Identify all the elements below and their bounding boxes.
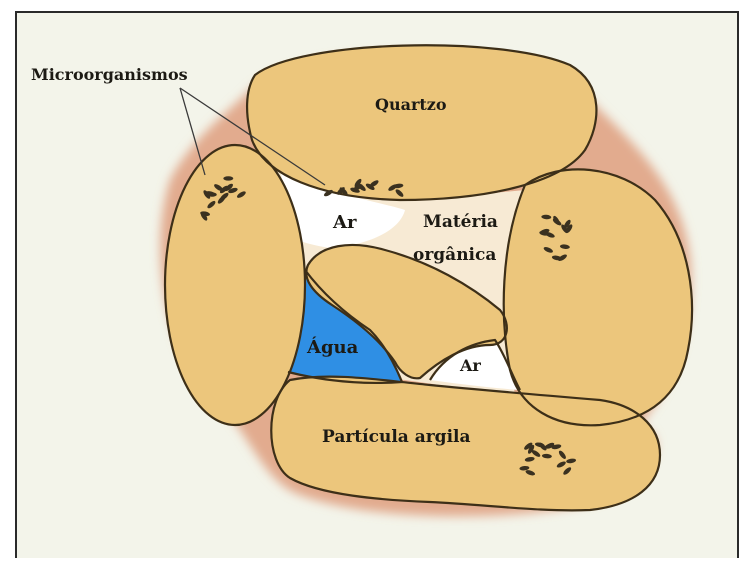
label-air-upper: Ar bbox=[332, 212, 357, 233]
microbe bbox=[223, 176, 233, 180]
quartz-particle bbox=[247, 45, 596, 200]
label-microorganisms: Microorganismos bbox=[31, 65, 188, 84]
label-water: Água bbox=[306, 335, 359, 358]
label-quartz: Quartzo bbox=[375, 95, 447, 114]
label-organic-matter-2: orgânica bbox=[413, 245, 496, 265]
label-organic-matter-1: Matéria bbox=[423, 212, 498, 232]
label-air-lower: Ar bbox=[459, 356, 481, 375]
label-clay-particle: Partícula argila bbox=[322, 427, 471, 447]
